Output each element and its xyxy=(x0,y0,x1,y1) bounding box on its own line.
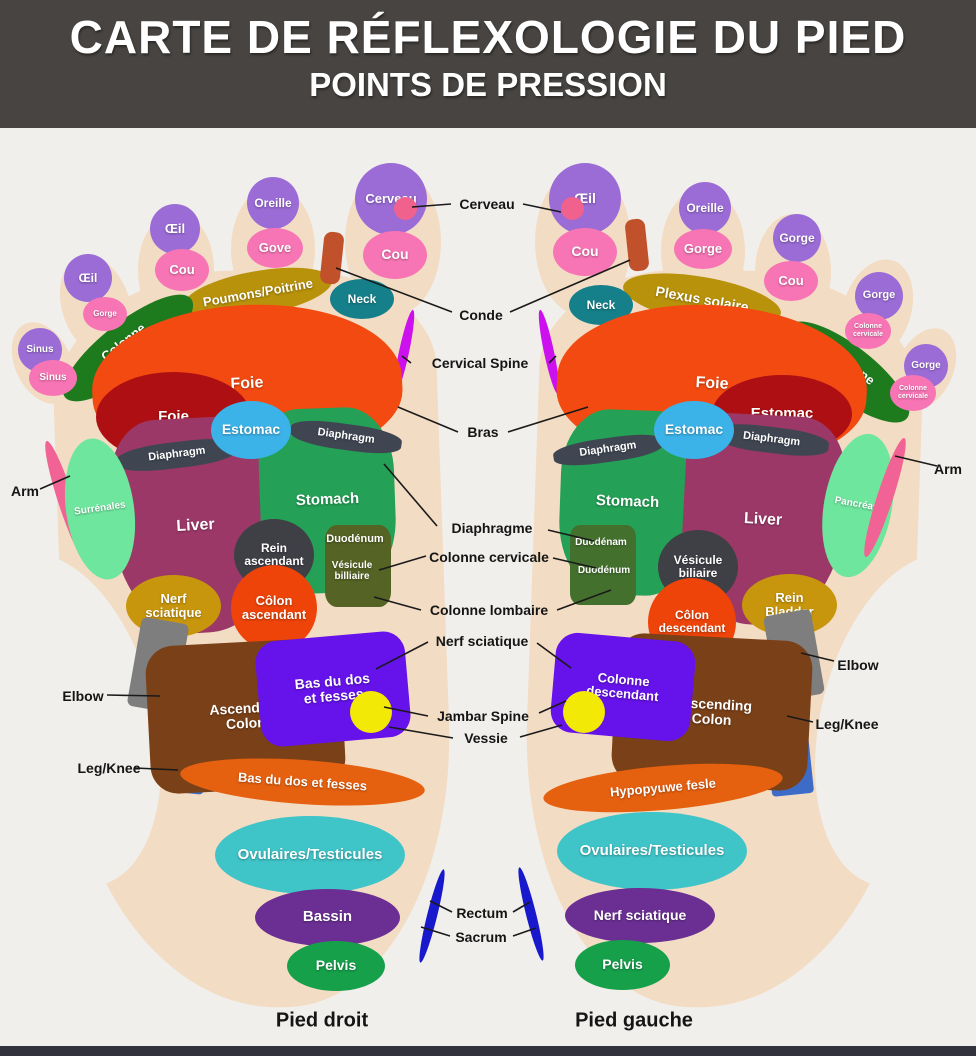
lbl-conde: Conde xyxy=(459,307,503,323)
sinus-pink-l: Sinus xyxy=(29,360,77,396)
lbl-bras: Bras xyxy=(467,424,499,440)
bassin-l: Bassin xyxy=(255,889,400,946)
lbl-nerf-sciatique: Nerf sciatique xyxy=(435,633,529,649)
cou-bigtoe-l: Cou xyxy=(363,231,427,279)
bas-du-dos-rect-l: Bas du dos et fesses xyxy=(253,629,413,749)
footer-strip xyxy=(0,1046,976,1056)
lbl-arm-left: Arm xyxy=(10,483,40,499)
colcerv-toe4-r: Colonne cervicale xyxy=(845,313,891,349)
gorge-toe4-r: Gorge xyxy=(855,272,903,320)
lbl-jambar-spine: Jambar Spine xyxy=(437,708,529,724)
neck-l: Neck xyxy=(330,279,394,319)
lbl-vessie: Vessie xyxy=(464,730,508,746)
gove-l: Gove xyxy=(247,228,303,268)
lbl-sacrum: Sacrum xyxy=(455,929,507,945)
oeil-circle-r: Œil xyxy=(549,163,621,235)
oeil-toe3-l: Œil xyxy=(150,204,200,254)
cerveau-circle-l: Cerveau xyxy=(355,163,427,235)
estomac-blue-l: Estomac xyxy=(211,401,291,459)
duodenam-label-r: Duodénam xyxy=(575,536,627,548)
cou-bigtoe-r: Cou xyxy=(553,228,617,276)
conde-strip-r xyxy=(624,218,650,272)
lbl-legknee-right: Leg/Knee xyxy=(815,716,879,732)
duodenum-label-r: Duodénum xyxy=(577,564,631,576)
nerf-sciatique-oval-r: Nerf sciatique xyxy=(565,888,715,943)
rectum-crescent-r xyxy=(514,866,548,962)
lbl-cervical-spine: Cervical Spine xyxy=(431,355,529,371)
estomac-blue-r: Estomac xyxy=(654,401,734,459)
lbl-colonne-lombaire: Colonne lombaire xyxy=(429,602,549,618)
lbl-elbow-left: Elbow xyxy=(62,688,104,704)
ovulaires-r: Ovulaires/Testicules xyxy=(557,812,747,890)
page-subtitle: POINTS DE PRESSION xyxy=(309,66,667,103)
lbl-arm-right: Arm xyxy=(933,461,963,477)
gorge-toe2-r: Gorge xyxy=(674,229,732,269)
page-title: CARTE DE RÉFLEXOLOGIE DU PIED xyxy=(69,11,907,63)
ovulaires-l: Ovulaires/Testicules xyxy=(215,816,405,894)
oeil-toe4-l: Œil xyxy=(64,254,112,302)
cou-toe3-l: Cou xyxy=(155,249,209,291)
lbl-cerveau: Cerveau xyxy=(459,196,515,212)
colon-ascendant-l: Côlon ascendant xyxy=(231,565,317,651)
lbl-legknee-left: Leg/Knee xyxy=(77,760,141,776)
left-foot-caption: Pied gauche xyxy=(575,1009,693,1032)
chart-header: CARTE DE RÉFLEXOLOGIE DU PIED POINTS DE … xyxy=(0,0,976,128)
lbl-rectum: Rectum xyxy=(456,905,508,921)
oreille-l: Oreille xyxy=(247,177,299,229)
cerveau-dot-l xyxy=(394,197,417,220)
duodenum-label-l: Duodénum xyxy=(326,533,384,546)
oeil-dot-r xyxy=(561,197,584,220)
pelvis-l: Pelvis xyxy=(287,941,385,991)
lbl-diaphragme: Diaphragme xyxy=(451,520,533,536)
yellow-dot-r xyxy=(563,691,605,733)
lbl-elbow-right: Elbow xyxy=(837,657,879,673)
gorge-toe3-r: Gorge xyxy=(773,214,821,262)
pelvis-r: Pelvis xyxy=(575,940,670,990)
right-foot-caption: Pied droit xyxy=(275,1009,369,1032)
colcerv-toe5-r: Colonne cervicale xyxy=(890,375,936,411)
yellow-dot-l xyxy=(350,691,392,733)
lbl-colonne-cervicale: Colonne cervicale xyxy=(429,549,549,565)
oreille-r: Oreille xyxy=(679,182,731,234)
cou-toe3-r: Cou xyxy=(764,261,818,301)
vesicule-label-l: Vésicule billiaire xyxy=(331,560,373,582)
gorge-toe4-l: Gorge xyxy=(83,297,127,331)
